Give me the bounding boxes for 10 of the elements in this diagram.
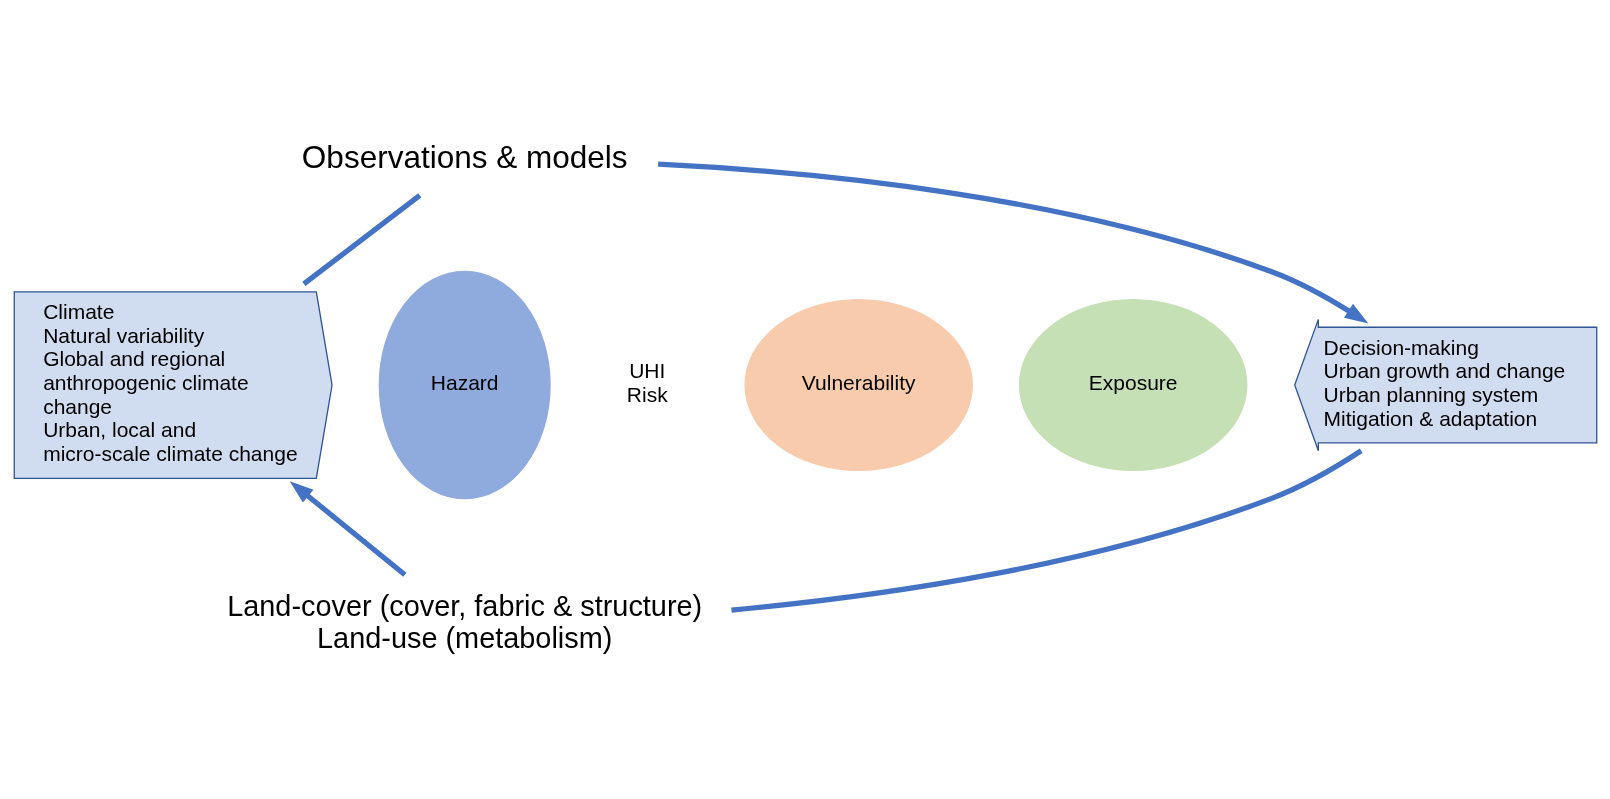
node-ellipse: Vulnerability xyxy=(743,299,973,472)
node-ellipse: Exposure xyxy=(1018,299,1247,472)
node-ellipse: Hazard xyxy=(378,270,551,500)
arrow xyxy=(289,481,406,577)
label: UHI Risk xyxy=(626,359,668,406)
connector xyxy=(730,448,1363,613)
arrow xyxy=(657,161,1368,324)
node-text: Land-cover (cover, fabric & structure) Land-use (metabolism) xyxy=(226,590,702,654)
node-text: Observations & models xyxy=(301,138,628,175)
connector xyxy=(301,193,421,286)
